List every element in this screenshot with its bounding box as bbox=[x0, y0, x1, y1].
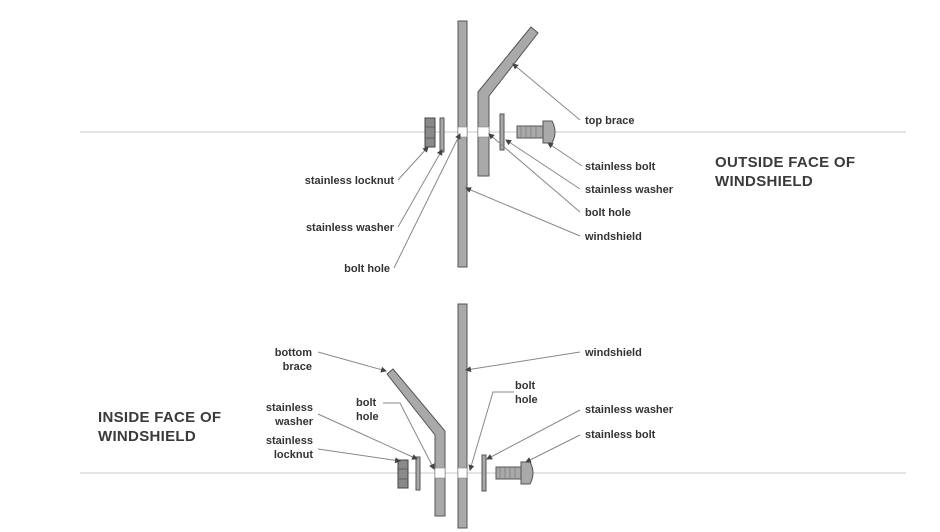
top-left-washer bbox=[439, 117, 445, 153]
top-windshield-panel bbox=[457, 20, 468, 268]
top-assembly: top brace stainless bolt stainless washe… bbox=[80, 20, 906, 275]
label-top-stainless-bolt: stainless bolt bbox=[585, 161, 656, 173]
label-top-bolt-hole-left: bolt hole bbox=[344, 263, 390, 275]
label-top-stainless-locknut: stainless locknut bbox=[305, 175, 395, 187]
top-brace-bolt-hole bbox=[477, 126, 490, 138]
top-windshield-bolt-hole bbox=[457, 126, 468, 138]
bottom-bolt-hole-right-leader bbox=[468, 391, 514, 471]
heading-inside-face-line2: WINDSHIELD bbox=[98, 428, 196, 445]
label-bottom-bolt-hole-left-line2: hole bbox=[356, 411, 379, 423]
bottom-windshield-bolt-hole bbox=[457, 467, 468, 479]
label-top-stainless-washer-left: stainless washer bbox=[306, 222, 395, 234]
bottom-stainless-bolt-leader bbox=[525, 434, 581, 463]
bottom-brace-leader bbox=[317, 351, 387, 373]
label-bottom-brace-line2: brace bbox=[283, 361, 312, 373]
label-bottom-stainless-washer-right: stainless washer bbox=[585, 404, 674, 416]
label-bottom-bolt-hole-left-line1: bolt bbox=[356, 397, 376, 409]
bottom-locknut-leader bbox=[317, 448, 401, 464]
top-washer-right-leader bbox=[505, 139, 581, 190]
label-bottom-brace-line1: bottom bbox=[275, 347, 312, 359]
top-bolt bbox=[516, 120, 556, 144]
bottom-brace bbox=[386, 368, 446, 517]
top-windshield-leader bbox=[465, 187, 581, 237]
heading-outside-face-line1: OUTSIDE FACE OF bbox=[715, 154, 855, 171]
heading-inside-face-line1: INSIDE FACE OF bbox=[98, 409, 221, 426]
label-top-brace: top brace bbox=[585, 115, 635, 127]
bottom-windshield-leader bbox=[465, 351, 581, 373]
bottom-left-washer bbox=[415, 456, 421, 491]
bottom-windshield-panel bbox=[457, 303, 468, 529]
label-top-bolt-hole-right: bolt hole bbox=[585, 207, 631, 219]
bottom-bolt bbox=[495, 461, 534, 485]
label-bottom-stainless-locknut-line2: locknut bbox=[274, 449, 313, 461]
label-bottom-stainless-washer-left-line2: washer bbox=[274, 416, 314, 428]
heading-outside-face-line2: WINDSHIELD bbox=[715, 173, 813, 190]
bottom-brace-bolt-hole bbox=[434, 467, 446, 479]
label-bottom-bolt-hole-right-line1: bolt bbox=[515, 380, 535, 392]
bottom-bolt-hole-left-leader bbox=[383, 402, 435, 470]
label-top-stainless-washer-right: stainless washer bbox=[585, 184, 674, 196]
bottom-washer-left-leader bbox=[317, 413, 418, 460]
top-brace bbox=[477, 26, 539, 177]
label-bottom-stainless-locknut-line1: stainless bbox=[266, 435, 313, 447]
bottom-right-washer bbox=[481, 454, 487, 492]
bottom-locknut bbox=[397, 459, 409, 489]
top-locknut-leader bbox=[397, 146, 429, 181]
label-top-windshield: windshield bbox=[584, 231, 642, 243]
bottom-assembly: bottom brace windshield bolt hole stainl… bbox=[80, 303, 906, 529]
label-bottom-stainless-bolt: stainless bolt bbox=[585, 429, 656, 441]
label-bottom-bolt-hole-right-line2: hole bbox=[515, 394, 538, 406]
top-bolt-leader bbox=[547, 142, 583, 167]
top-bolt-hole-left-leader bbox=[393, 133, 461, 269]
top-locknut bbox=[424, 117, 436, 148]
top-washer-left-leader bbox=[397, 149, 443, 228]
label-bottom-stainless-washer-left-line1: stainless bbox=[266, 402, 313, 414]
bottom-washer-right-leader bbox=[486, 409, 581, 460]
label-bottom-windshield: windshield bbox=[584, 347, 642, 359]
top-brace-leader bbox=[512, 63, 581, 121]
top-bolt-hole-right-leader bbox=[488, 133, 581, 213]
top-right-washer bbox=[499, 113, 505, 151]
